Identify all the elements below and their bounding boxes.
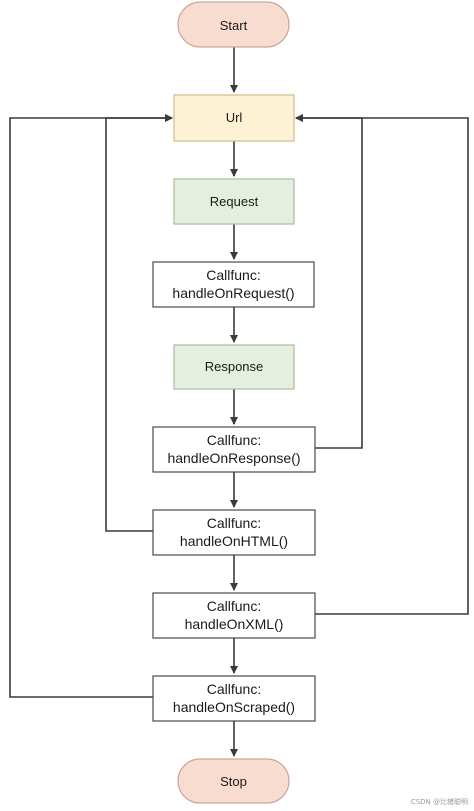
on-html-line2: handleOnHTML() <box>180 533 288 549</box>
on-html-node: Callfunc: handleOnHTML() <box>152 509 316 556</box>
on-response-line2: handleOnResponse() <box>167 450 300 466</box>
start-node: Start <box>177 1 290 48</box>
connectors <box>9 47 469 757</box>
stop-node: Stop <box>177 758 290 804</box>
on-html-line1: Callfunc: <box>207 515 261 531</box>
on-xml-line1: Callfunc: <box>207 598 261 614</box>
url-label: Url <box>226 110 243 125</box>
on-request-line1: Callfunc: <box>206 267 260 283</box>
on-request-line2: handleOnRequest() <box>172 285 294 301</box>
on-scraped-node: Callfunc: handleOnScraped() <box>152 675 316 722</box>
on-xml-line2: handleOnXML() <box>185 616 284 632</box>
on-xml-node: Callfunc: handleOnXML() <box>152 592 316 639</box>
loop-onscraped-url <box>9 114 173 698</box>
on-request-node: Callfunc: handleOnRequest() <box>152 261 315 308</box>
request-label: Request <box>210 194 259 209</box>
start-label: Start <box>220 18 248 33</box>
response-node: Response <box>173 344 295 390</box>
response-label: Response <box>205 359 264 374</box>
on-scraped-line2: handleOnScraped() <box>173 699 295 715</box>
on-response-node: Callfunc: handleOnResponse() <box>152 426 316 473</box>
request-node: Request <box>173 178 295 225</box>
loop-onxml-url <box>295 114 469 615</box>
watermark: CSDN @比猪聪明 <box>410 798 468 806</box>
url-node: Url <box>173 94 295 142</box>
on-response-line1: Callfunc: <box>207 432 261 448</box>
on-scraped-line1: Callfunc: <box>207 681 261 697</box>
stop-label: Stop <box>220 774 247 789</box>
